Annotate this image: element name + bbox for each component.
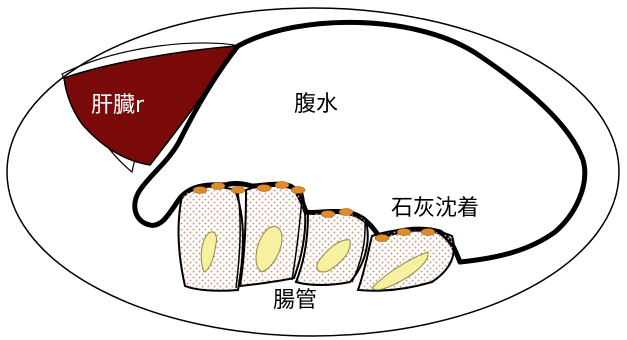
calcification-dot — [321, 211, 335, 218]
calcification-dot — [231, 187, 245, 194]
calcification-dot — [421, 229, 435, 236]
liver-shape — [64, 46, 236, 165]
calcification-dot — [257, 185, 271, 192]
calcification-dot — [193, 187, 207, 194]
calcification-dot — [275, 182, 289, 189]
calcification-dot — [291, 187, 305, 194]
calcification-dot — [211, 183, 225, 190]
ascites-label: 腹水 — [294, 94, 338, 116]
calcification-dot — [375, 235, 389, 242]
bowel-label: 腸管 — [273, 290, 317, 312]
calcification-dot — [397, 229, 411, 236]
abdominal-wall-ellipse — [7, 8, 619, 336]
liver-label: 肝臓r — [91, 95, 144, 117]
bowel-loop-4 — [358, 229, 454, 290]
calcification-label: 石灰沈着 — [391, 198, 479, 220]
calcification-dot — [339, 209, 353, 216]
